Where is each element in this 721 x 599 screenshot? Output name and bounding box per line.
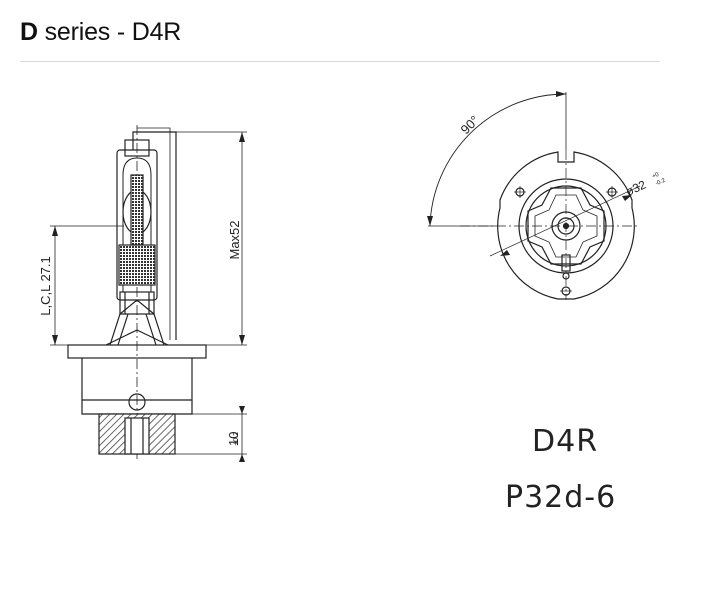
diameter-tol-top: +0 <box>651 172 660 181</box>
page-title-bold: D <box>20 18 38 46</box>
dim-lcl-27-1: L,C,L 27.1 <box>38 256 53 316</box>
base-type-label: P32d-6 <box>505 480 617 515</box>
dim-max52: Max52 <box>227 220 242 259</box>
diameter-value: ø32 <box>624 177 649 198</box>
dim-10-tolerance: ±0.2 <box>233 432 240 446</box>
angle-90: 90° <box>458 113 483 138</box>
dim-10: 10 <box>226 432 241 446</box>
side-view <box>50 125 247 462</box>
title-divider <box>20 61 660 62</box>
page-title-rest: series - D4R <box>37 18 182 46</box>
diameter-dimension: ø32 +0 -0.2 <box>624 172 668 199</box>
page-title: D series - D4R <box>20 18 181 47</box>
model-label: D4R <box>532 424 599 459</box>
diameter-tol-bottom: -0.2 <box>655 177 667 187</box>
top-view <box>427 91 641 300</box>
